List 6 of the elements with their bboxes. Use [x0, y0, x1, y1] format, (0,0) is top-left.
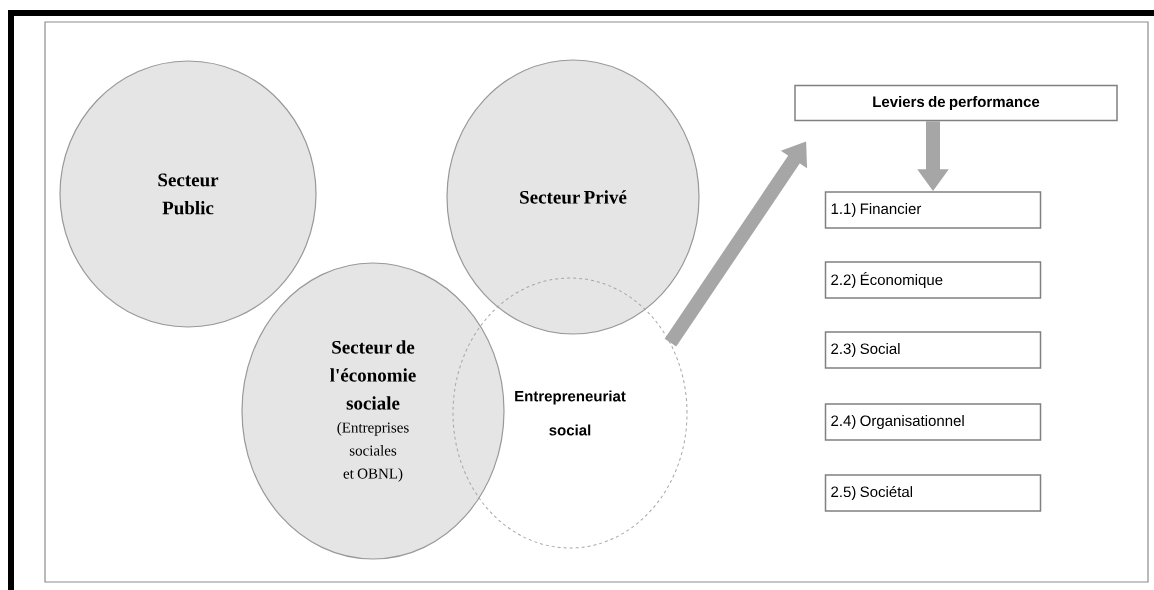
lever-box: 2.2) Économique [824, 261, 1042, 299]
lever-box: 2.3) Social [824, 331, 1042, 369]
lever-box: 2.5) Sociétal [824, 474, 1042, 512]
lever-box: 2.4) Organisationnel [824, 403, 1042, 441]
lever-box: 1.1) Financier [824, 191, 1042, 229]
heading-box: Leviers de performance [794, 84, 1118, 122]
